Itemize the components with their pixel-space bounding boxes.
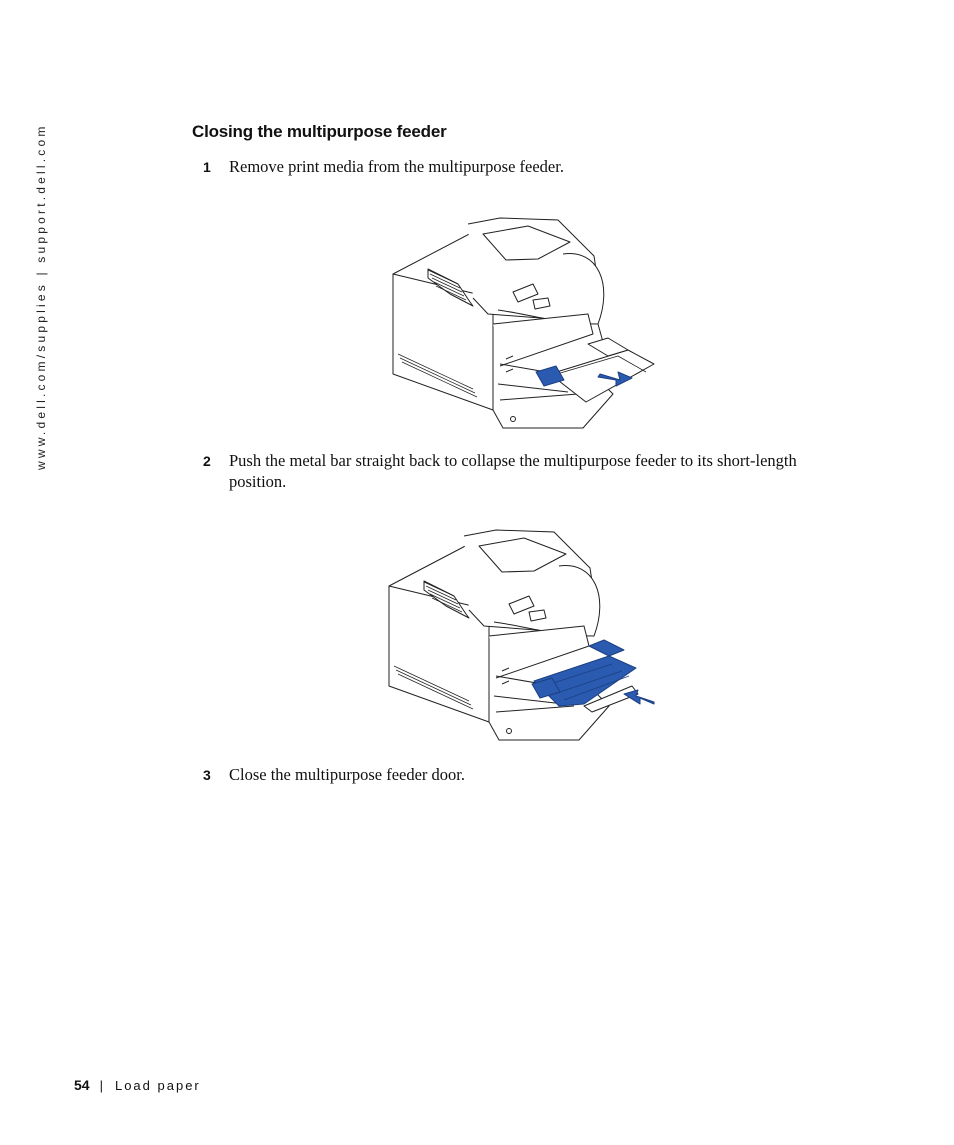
step-text: Close the multipurpose feeder door. <box>229 765 465 784</box>
page-number: 54 <box>74 1077 90 1093</box>
step-1: 1 Remove print media from the multipurpo… <box>203 156 803 177</box>
printer-collapse-feeder-illustration <box>388 529 655 741</box>
footer-section-name: Load paper <box>114 1078 201 1093</box>
step-number: 1 <box>203 159 211 175</box>
step-text: Remove print media from the multipurpose… <box>229 157 564 176</box>
step-number: 2 <box>203 453 211 469</box>
step-text: Push the metal bar straight back to coll… <box>229 451 797 491</box>
page-footer: 54 | Load paper <box>74 1077 201 1093</box>
section-heading: Closing the multipurpose feeder <box>192 122 447 141</box>
footer-separator: | <box>99 1078 103 1093</box>
step-number: 3 <box>203 767 211 783</box>
printer-remove-media-illustration <box>392 217 655 429</box>
step-2: 2 Push the metal bar straight back to co… <box>203 450 803 492</box>
sidebar-url: www.dell.com/supplies | support.dell.com <box>34 123 48 470</box>
step-3: 3 Close the multipurpose feeder door. <box>203 764 803 785</box>
